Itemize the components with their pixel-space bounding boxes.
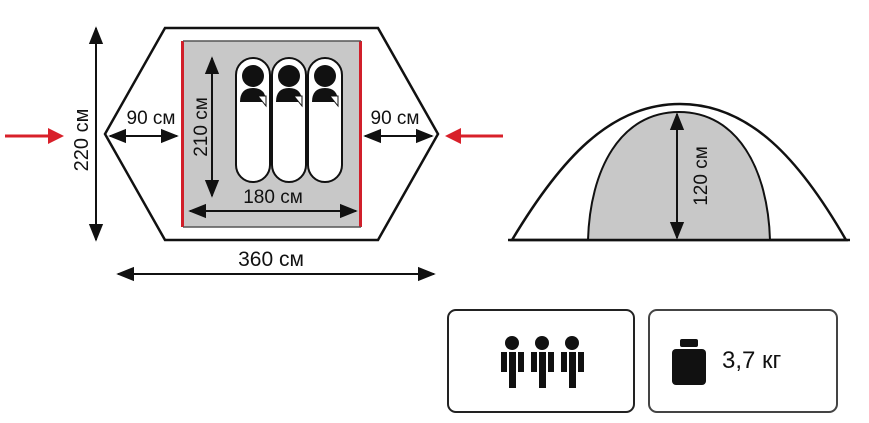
width-label: 360 см xyxy=(238,248,304,271)
sleeper-head-icon xyxy=(314,65,336,87)
sleeping-bags xyxy=(235,57,343,183)
capacity-people-icons xyxy=(501,336,584,388)
depth-label: 220 см xyxy=(71,109,93,172)
person-icon xyxy=(531,336,554,388)
sleeping-bag xyxy=(307,57,343,183)
inner-width-label: 180 см xyxy=(243,187,303,208)
entrance-arrow-icon xyxy=(445,128,503,144)
inner-wall-right xyxy=(359,41,362,227)
vestibule-left-label: 90 см xyxy=(127,108,176,129)
weight-label: 3,7 кг xyxy=(722,347,782,374)
capacity-card xyxy=(447,309,635,413)
weight-card: 3,7 кг xyxy=(648,309,838,413)
sleeper-head-icon xyxy=(278,65,300,87)
person-icon xyxy=(561,336,584,388)
sleeper-head-icon xyxy=(242,65,264,87)
inner-length-label: 210 см xyxy=(191,97,212,157)
entrance-arrow-icon xyxy=(5,128,64,144)
vestibule-right-label: 90 см xyxy=(371,108,420,129)
height-label: 120 см xyxy=(691,146,712,206)
sleeping-bag xyxy=(235,57,271,183)
inner-wall-left xyxy=(181,41,184,227)
sleeping-bag xyxy=(271,57,307,183)
weight-icon xyxy=(672,339,706,385)
person-icon xyxy=(501,336,524,388)
